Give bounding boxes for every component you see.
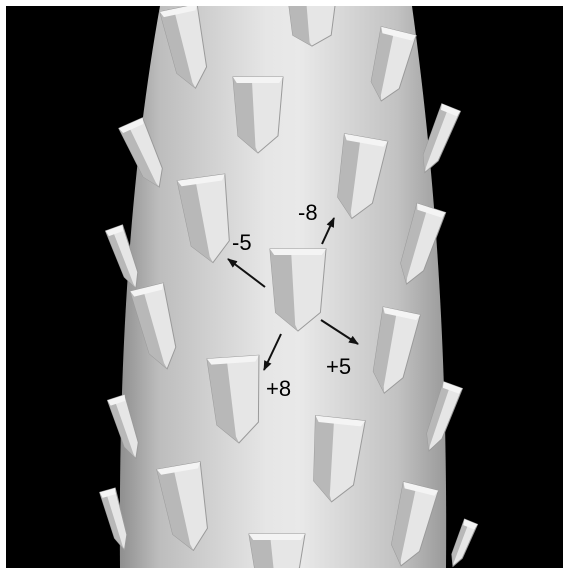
scale-bevel (270, 249, 326, 255)
label-minus-8: -8 (298, 200, 318, 225)
scale-bevel (233, 77, 283, 83)
scale-bevel (249, 534, 305, 540)
label-minus-5: -5 (232, 230, 252, 255)
label-plus-5: +5 (326, 354, 351, 379)
label-plus-8: +8 (266, 376, 291, 401)
